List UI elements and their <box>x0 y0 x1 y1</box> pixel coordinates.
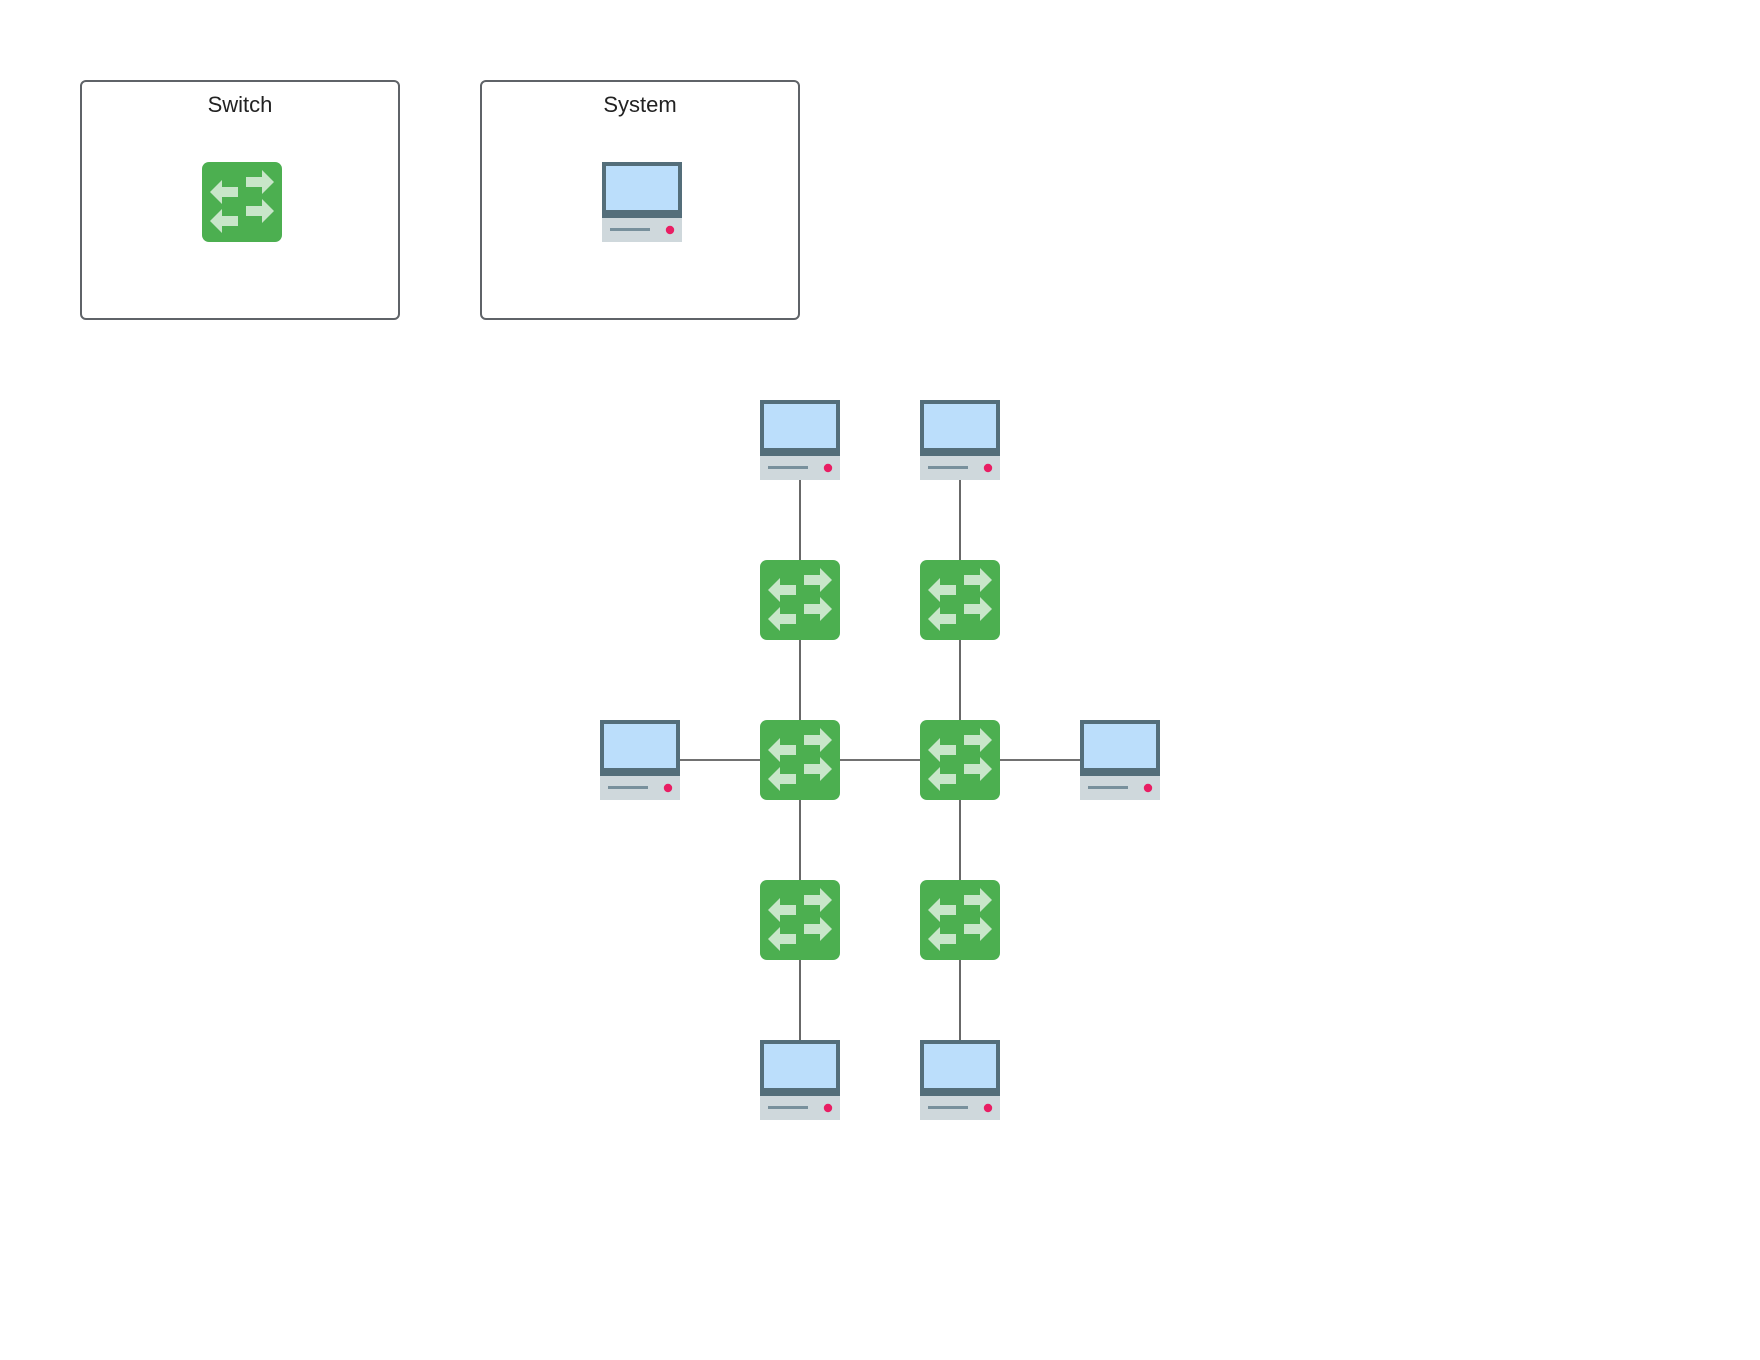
legend-system-title: System <box>603 92 677 117</box>
system-node[interactable] <box>760 1040 840 1120</box>
system-node[interactable] <box>920 1040 1000 1120</box>
legend-system-box[interactable]: System <box>480 80 800 320</box>
switch-node[interactable] <box>920 560 1000 640</box>
switch-icon[interactable] <box>202 162 282 242</box>
computer-icon[interactable] <box>602 162 682 242</box>
switch-node[interactable] <box>760 720 840 800</box>
legend-switch-title: Switch <box>207 92 273 117</box>
system-node[interactable] <box>600 720 680 800</box>
system-node[interactable] <box>760 400 840 480</box>
legend-switch-box[interactable]: Switch <box>80 80 400 320</box>
switch-node[interactable] <box>920 720 1000 800</box>
switch-node[interactable] <box>760 560 840 640</box>
system-node[interactable] <box>1080 720 1160 800</box>
system-node[interactable] <box>920 400 1000 480</box>
switch-node[interactable] <box>920 880 1000 960</box>
switch-node[interactable] <box>760 880 840 960</box>
